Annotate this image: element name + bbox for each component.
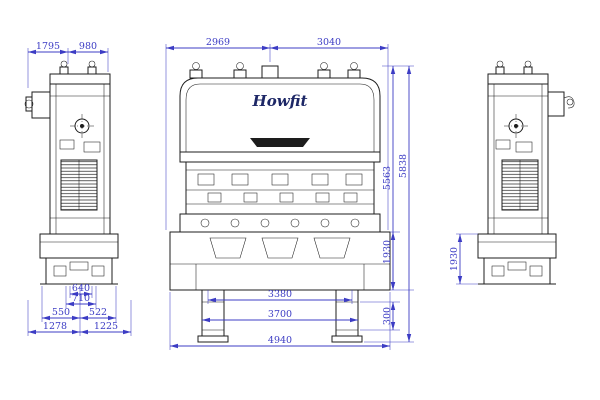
dimension-label: 5838: [398, 154, 409, 178]
dimension-label: 550: [52, 307, 70, 318]
right-leg: [335, 289, 359, 337]
dimension-label: 640: [72, 283, 90, 294]
crown-top: [487, 73, 549, 85]
machine-base: [39, 233, 119, 259]
dimension-label: 980: [79, 41, 97, 52]
dimension-label: 3380: [268, 289, 292, 300]
machine-base: [477, 233, 557, 259]
eye-bolt-icon: [88, 60, 96, 68]
top-center-block: [261, 65, 279, 79]
eye-bolt-icon: [60, 60, 68, 68]
dimension-label: 3700: [268, 309, 292, 320]
deck-band: [179, 151, 381, 163]
hook-lever-icon: [563, 96, 575, 109]
side-housing: [547, 91, 565, 117]
brand-logo: Howfit: [252, 92, 308, 110]
dim-1278: 1278: [27, 300, 80, 336]
dim-980: 980: [68, 41, 109, 72]
dimension-label: 1795: [36, 41, 60, 52]
dim-2969: 2969: [165, 37, 271, 230]
right-foot-pad: [331, 335, 363, 343]
crown-outline: [179, 77, 381, 153]
drive-housing: [31, 91, 51, 119]
eye-bolt-icon: [496, 60, 504, 68]
dim-1225: 1225: [80, 300, 132, 336]
dimension-label: 1225: [94, 321, 118, 332]
dimension-label: 1278: [43, 321, 67, 332]
dim-5838: 5838: [364, 66, 414, 343]
crown-top: [49, 73, 111, 85]
motor-shaft-icon: [24, 99, 34, 109]
eye-bolt-icon: [350, 62, 358, 70]
eye-bolt-icon: [320, 62, 328, 70]
machine-body: [487, 83, 549, 235]
dim-3040: 3040: [270, 37, 389, 230]
right-side-view: [477, 60, 575, 285]
dim-522: 522: [80, 286, 117, 322]
dimension-label: 2969: [206, 37, 230, 48]
dim-300: 300: [360, 301, 400, 331]
dim-550: 550: [41, 286, 81, 336]
left-side-view: [24, 60, 119, 285]
dimension-label: 710: [72, 293, 90, 304]
logo-plate: [250, 138, 310, 147]
dimension-label: 5563: [382, 166, 393, 190]
front-view: Howfit: [169, 62, 391, 343]
dimension-label: 3040: [317, 37, 341, 48]
dim-640: 640: [69, 283, 93, 298]
dimension-label: 1930: [449, 247, 460, 271]
dim-710: 710: [65, 286, 97, 308]
dim-1930-front: 1930: [382, 231, 400, 290]
dim-3380: 3380: [207, 289, 353, 304]
dimension-label: 1930: [382, 240, 393, 264]
dim-1795: 1795: [27, 41, 69, 88]
bolster: [179, 213, 381, 233]
eye-bolt-icon: [236, 62, 244, 70]
dim-3700: 3700: [202, 309, 358, 323]
eye-bolt-icon: [524, 60, 532, 68]
dim-1930-right: 1930: [449, 233, 478, 285]
left-foot-pad: [197, 335, 229, 343]
machine-body: [49, 83, 111, 235]
dimension-label: 300: [382, 307, 393, 325]
dimension-label: 522: [89, 307, 107, 318]
dimension-label: 4940: [268, 335, 292, 346]
dim-4940: 4940: [169, 292, 391, 350]
bed-base: [169, 231, 391, 291]
eye-bolt-icon: [192, 62, 200, 70]
left-leg: [201, 289, 225, 337]
